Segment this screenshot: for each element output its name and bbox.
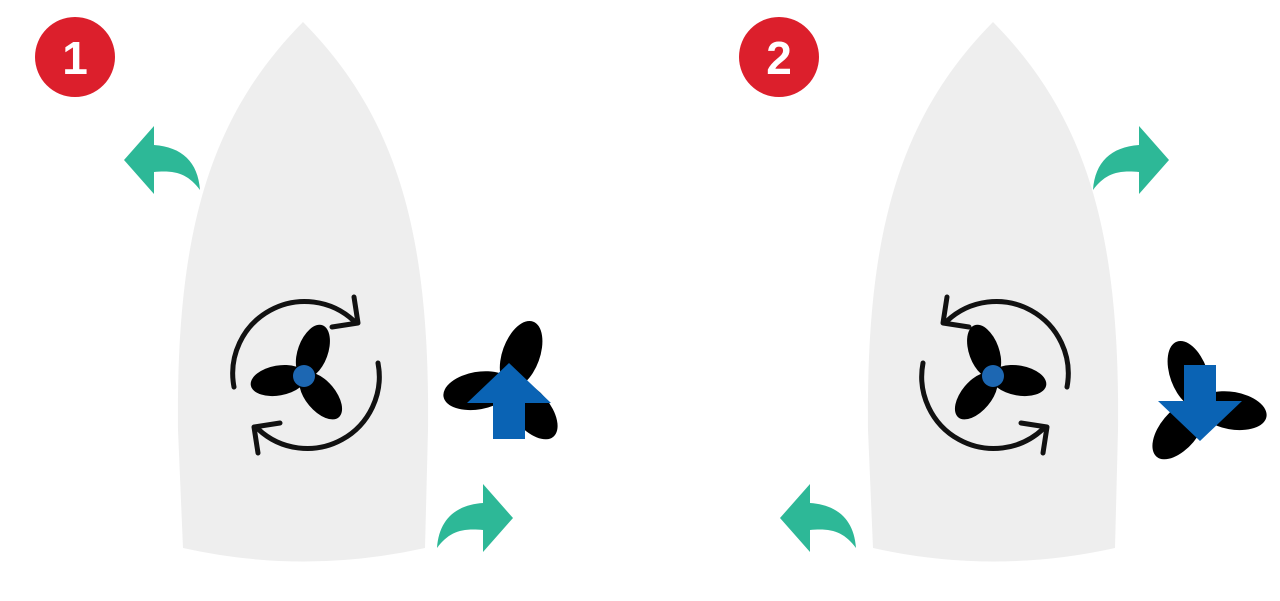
panel-2: 2 bbox=[739, 17, 1270, 562]
hull-icon bbox=[867, 22, 1119, 562]
hull-icon bbox=[177, 22, 429, 562]
panel-1: 1 bbox=[35, 17, 568, 562]
rotation-cw-icon bbox=[230, 294, 382, 456]
bow-turn-right-arrow-icon bbox=[1093, 126, 1169, 194]
step-badge: 1 bbox=[35, 17, 115, 97]
propeller-icon bbox=[248, 320, 351, 428]
stern-turn-right-arrow-icon bbox=[437, 484, 513, 552]
step-number: 2 bbox=[766, 32, 792, 84]
bow-turn-left-arrow-icon bbox=[124, 126, 200, 194]
stern-turn-left-arrow-icon bbox=[780, 484, 856, 552]
step-badge: 2 bbox=[739, 17, 819, 97]
step-number: 1 bbox=[62, 32, 88, 84]
propeller-icon bbox=[946, 320, 1049, 428]
rotation-ccw-icon bbox=[919, 294, 1071, 456]
